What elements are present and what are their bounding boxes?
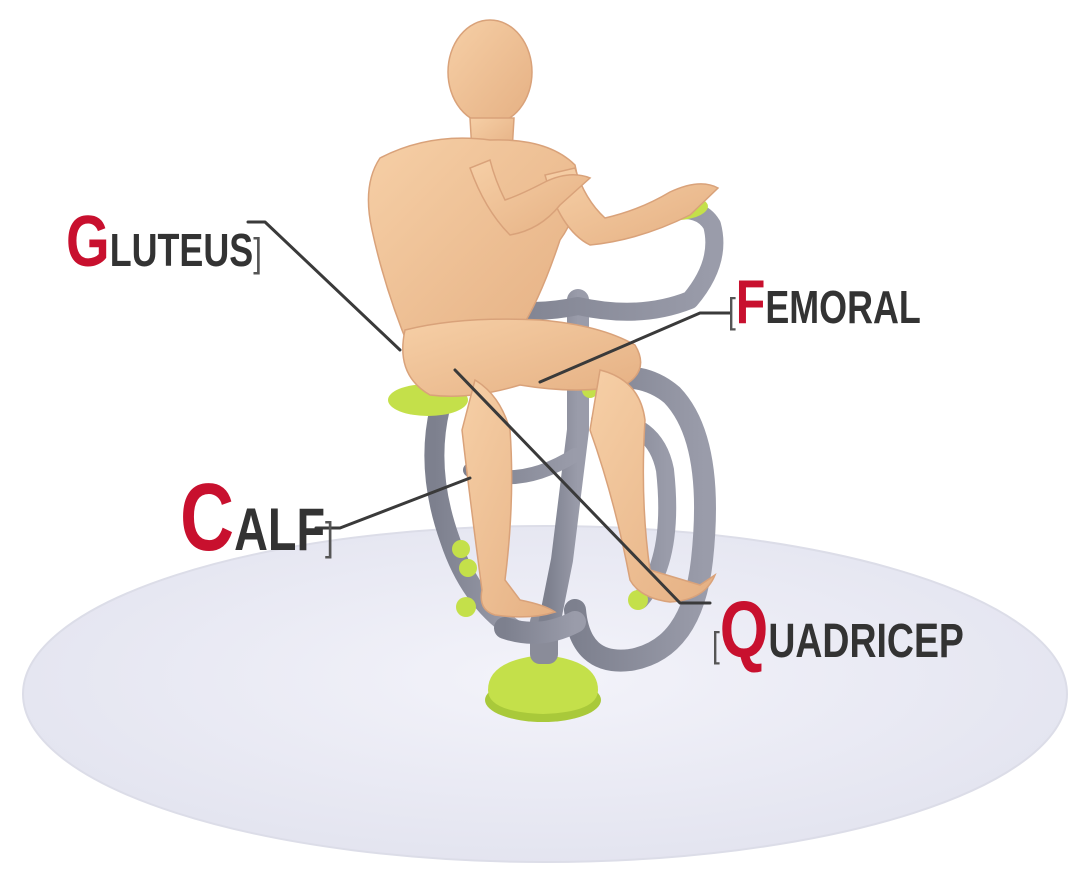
label-quadricep-initial: Q xyxy=(720,590,769,670)
label-gluteus-text: LUTEUS xyxy=(110,227,254,273)
label-gluteus-bracket: ] xyxy=(253,231,262,276)
label-femoral-text: EMORAL xyxy=(765,284,920,330)
label-quadricep-bracket: [ xyxy=(712,624,720,666)
label-gluteus-initial: G xyxy=(66,206,110,278)
label-calf-text: ALF xyxy=(234,500,325,560)
label-femoral-initial: F xyxy=(736,272,766,334)
label-calf-initial: C xyxy=(180,470,234,566)
label-calf-bracket: ] xyxy=(325,515,334,560)
label-femoral-bracket: [ xyxy=(728,290,736,332)
label-quadricep-text: UADRICEP xyxy=(768,618,964,666)
